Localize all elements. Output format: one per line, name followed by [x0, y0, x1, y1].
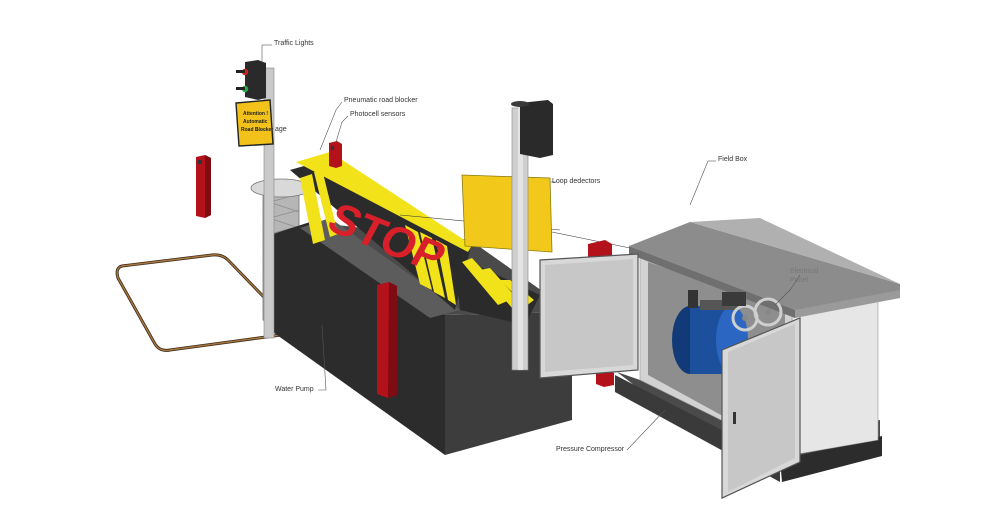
label-traffic-lights: Traffic Lights — [274, 40, 314, 47]
label-water-pump: Water Pump — [275, 386, 314, 393]
label-warning-sign: age — [275, 126, 287, 133]
label-photocell-sensors: Photocell sensors — [350, 111, 406, 118]
barrier-wire-2 — [551, 231, 631, 249]
label-loop-detectors: Loop dedectors — [552, 178, 601, 185]
field-box-door-right — [721, 317, 801, 499]
loop-detector-panel — [461, 174, 553, 253]
photocell-sensor-post — [329, 141, 342, 168]
traffic-light-left — [236, 60, 275, 339]
pneumatic-road-blocker-plate: STOP — [290, 152, 540, 325]
sign-line-2: Automatic — [243, 119, 268, 125]
red-post-left — [196, 155, 211, 218]
warning-sign: Attention ! Automatic Road Blocker — [235, 99, 274, 147]
sign-line-1: Attention ! — [243, 111, 268, 117]
label-pressure-compressor: Pressure Compressor — [556, 446, 625, 453]
label-pneumatic-road-blocker: Pneumatic road blocker — [344, 97, 418, 104]
label-electrical-panel-2: Panel — [790, 277, 808, 284]
label-field-box: Field Box — [718, 156, 748, 163]
traffic-light-right — [511, 100, 553, 371]
callout-lines — [256, 44, 801, 451]
field-box-door-left — [539, 253, 639, 379]
red-post-front — [377, 282, 397, 398]
label-electrical-panel-1: Electrical — [790, 268, 819, 275]
